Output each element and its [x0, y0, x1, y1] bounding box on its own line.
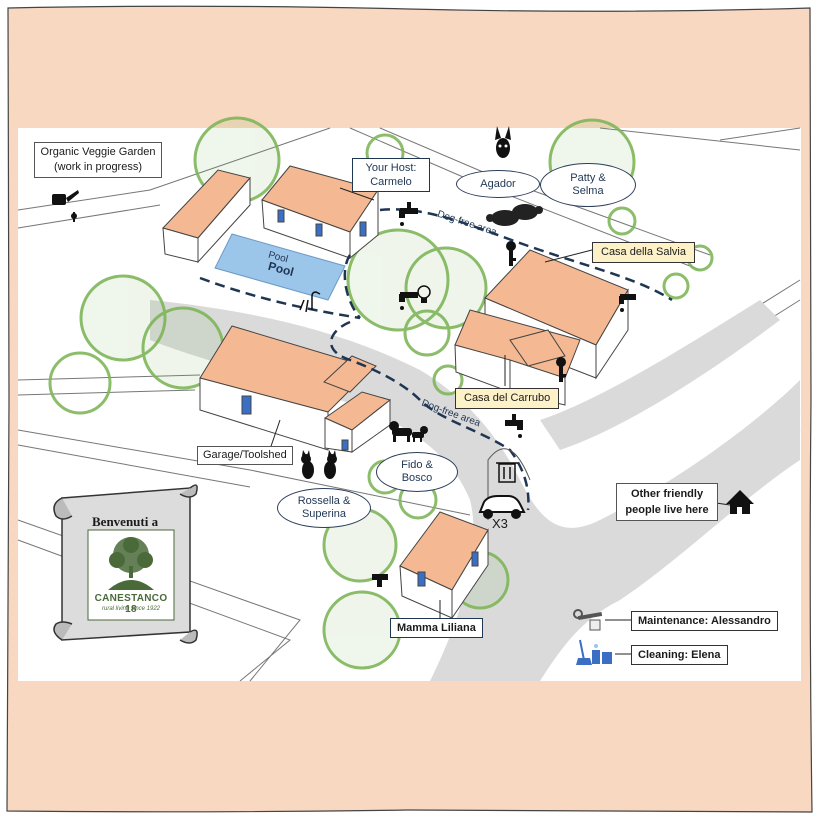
- side-road: [540, 300, 780, 450]
- casa-salvia-label: Casa della Salvia: [592, 242, 695, 263]
- cars-count: X3: [492, 516, 508, 531]
- welcome-text: Benvenuti a: [92, 514, 159, 529]
- trash-bin-icon: [487, 448, 531, 520]
- dog-free-boundary: [199, 208, 673, 511]
- tree-logo: [108, 537, 154, 590]
- fido-bosco-bubble: Fido & Bosco: [376, 452, 458, 492]
- garage-label: Garage/Toolshed: [197, 446, 293, 465]
- turtle-icon: [486, 204, 543, 226]
- cat-icon: [301, 450, 337, 479]
- donkey-icon: [495, 126, 511, 158]
- key-icon: [506, 241, 516, 266]
- cleaning-label: Cleaning: Elena: [631, 645, 728, 665]
- patty-selma-bubble: Patty & Selma: [540, 163, 636, 207]
- buildings: [162, 165, 629, 620]
- other-people-label: Other friendly people live here: [616, 483, 718, 521]
- agador-bubble: Agador: [456, 170, 540, 198]
- dog-free-boundary-2: [343, 254, 361, 319]
- cleaning-icon: [576, 639, 612, 665]
- faucet-icon: [399, 202, 418, 226]
- faucet-icon: [372, 574, 388, 587]
- brand-name: CANESTANCO 18: [94, 593, 168, 615]
- dog-icon: [389, 421, 428, 442]
- light-bulb-icon: [417, 285, 431, 303]
- pool: [214, 233, 346, 301]
- veggie-garden-label: Organic Veggie Garden (work in progress): [34, 142, 162, 178]
- faucet-icon: [399, 292, 418, 310]
- watering-can-icon: [52, 190, 79, 222]
- faucet-icon: [505, 414, 523, 438]
- maintenance-label: Maintenance: Alessandro: [631, 611, 778, 631]
- tree-fills: [81, 118, 634, 668]
- faucet-icon: [619, 294, 636, 312]
- welcome-scroll: [53, 484, 198, 644]
- driveway: [150, 300, 800, 681]
- shower-icon: [299, 291, 321, 313]
- host-label: Your Host: Carmelo: [352, 158, 430, 192]
- brand-tagline: rural living since 1922: [101, 606, 161, 612]
- house-icon: [726, 490, 754, 514]
- casa-carrubo-label: Casa del Carrubo: [455, 388, 560, 409]
- car-icon: [478, 495, 526, 519]
- wrench-icon: [573, 609, 603, 631]
- key-icon: [556, 357, 566, 382]
- mamma-liliana-label: Mamma Liliana: [390, 618, 483, 638]
- rossella-superina-bubble: Rossella & Superina: [277, 488, 371, 528]
